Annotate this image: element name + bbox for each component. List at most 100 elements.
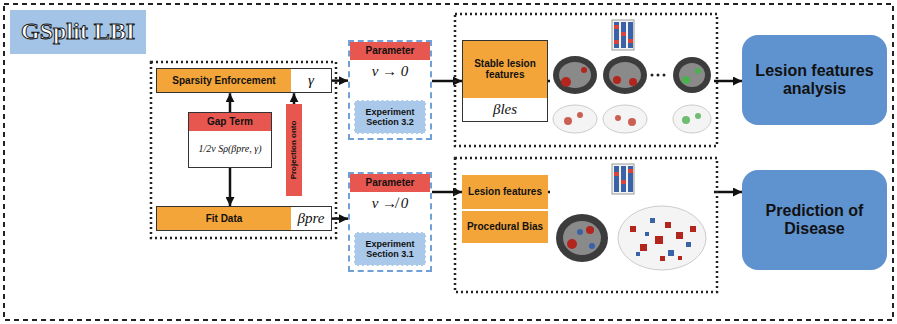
feature-bar-icon-part — [628, 169, 633, 173]
brain-slice — [556, 214, 608, 262]
labeled-variable-box: Sparsity Enforcementγ — [156, 68, 332, 93]
glass-brains-part — [553, 105, 597, 133]
brain-slices — [553, 56, 711, 94]
glass-brain-part — [690, 226, 696, 232]
brain-slices-part — [657, 74, 660, 77]
brain-slices-part — [663, 74, 666, 77]
feature-bar-icon-part — [628, 166, 633, 192]
title-box: GSplit LBI — [8, 8, 148, 56]
glass-brains-part — [682, 116, 690, 124]
box-label: Parameter — [350, 174, 430, 192]
flow-arrow — [432, 191, 462, 194]
glass-brain-part — [686, 242, 691, 247]
feature-bar-icon-part — [614, 22, 619, 48]
feature-bar-icon — [612, 164, 634, 194]
flow-arrow — [432, 80, 462, 83]
algorithm-group-frame — [151, 62, 336, 238]
glass-brain-part — [668, 250, 674, 256]
brain-slice-part — [577, 229, 583, 235]
box-label: Fit Data — [157, 207, 291, 230]
box-label: Experiment Section 3.2 — [355, 101, 425, 133]
image-panel — [550, 160, 714, 290]
box-value: βpre — [291, 207, 331, 230]
brain-slice-part — [563, 221, 601, 255]
outcome-box: Prediction of Disease — [742, 170, 887, 270]
result-group-frame — [455, 14, 717, 146]
box-label: Gap Term — [189, 113, 271, 131]
projection-bar: Projection onto — [286, 104, 302, 196]
glass-brains-part — [615, 115, 621, 121]
glass-brains-part — [603, 105, 647, 133]
glass-brain-part — [645, 232, 649, 236]
feature-bar-icon-part — [614, 25, 619, 29]
box-label: Prediction of Disease — [742, 170, 887, 270]
feature-bar-icon-part — [621, 32, 626, 36]
feature-bar-icon-part — [614, 172, 619, 176]
result-box: Lesion features — [462, 175, 548, 209]
brain-slices-part — [682, 76, 690, 84]
glass-brains-part — [577, 112, 583, 118]
feature-bar-icon-part — [621, 180, 626, 184]
box-label: Stable lesion features — [463, 41, 547, 98]
glass-brain-part — [676, 232, 683, 239]
flow-arrow — [229, 168, 232, 206]
flow-arrow — [332, 79, 348, 82]
brain-slices-part — [559, 62, 591, 88]
flow-arrow — [332, 217, 348, 220]
brain-slices-part — [629, 78, 637, 86]
outer-frame — [4, 4, 893, 320]
brain-slices-part — [613, 76, 621, 84]
parameter-box: Parameterν → 0 Experiment Section 3.2 — [348, 40, 432, 140]
flow-arrow — [229, 93, 232, 112]
glass-brain-part — [660, 256, 665, 261]
feature-bar-icon-part — [628, 22, 633, 48]
glass-brain — [618, 206, 706, 270]
box-label: Lesion features — [462, 175, 548, 209]
brain-slices-part — [603, 56, 647, 94]
glass-brain-part — [640, 244, 647, 251]
glass-brains-part — [673, 105, 711, 133]
feature-bar-icon-part — [612, 20, 634, 50]
feature-bar-icon-part — [614, 40, 619, 44]
experiment-box: Experiment Section 3.2 — [354, 100, 426, 134]
brain-slices-part — [651, 74, 654, 77]
brain-slices-part — [581, 67, 587, 73]
brain-slice-part — [586, 226, 594, 234]
flow-arrow — [293, 93, 296, 104]
glass-brains-part — [564, 117, 572, 125]
brain-slice-part — [556, 214, 608, 262]
glass-brain-part — [655, 236, 663, 244]
outcome-box: Lesion features analysis — [742, 35, 887, 125]
glass-brain-part — [630, 226, 636, 232]
glass-brain-part — [618, 206, 706, 270]
brain-slice-part — [589, 243, 595, 249]
glass-brain-part — [665, 222, 671, 228]
feature-bar-icon — [612, 20, 634, 50]
glass-brains-part — [628, 118, 636, 126]
box-label: GSplit LBI — [10, 10, 146, 54]
brain-slices-part — [679, 63, 705, 87]
box-label: Experiment Section 3.1 — [355, 233, 425, 265]
brain-slices-part — [609, 62, 641, 88]
box-value: 1/2ν Sρ(βpre, γ) — [189, 131, 271, 168]
box-label: Sparsity Enforcement — [157, 69, 291, 92]
result-box: Stable lesion featuresβles — [462, 40, 548, 122]
box-value: ν → 0 — [350, 60, 430, 83]
parameter-box: Parameterν ↛ 0 Experiment Section 3.1 — [348, 172, 432, 272]
glass-brain-part — [650, 218, 655, 223]
feature-bar-icon-part — [628, 39, 633, 43]
box-value: ν ↛ 0 — [350, 192, 430, 215]
brain-slices-part — [695, 68, 701, 74]
feature-bar-icon-part — [621, 22, 626, 48]
box-value: γ — [291, 69, 331, 92]
image-panel — [550, 16, 714, 144]
glass-brains — [553, 105, 711, 133]
brain-slice-part — [567, 239, 577, 249]
glass-brain-part — [636, 252, 640, 256]
labeled-variable-box: Fit Dataβpre — [156, 206, 332, 231]
brain-slices-part — [553, 56, 597, 94]
box-label: Lesion features analysis — [742, 35, 887, 125]
box-label: Parameter — [350, 42, 430, 60]
result-group-frame — [455, 158, 717, 292]
